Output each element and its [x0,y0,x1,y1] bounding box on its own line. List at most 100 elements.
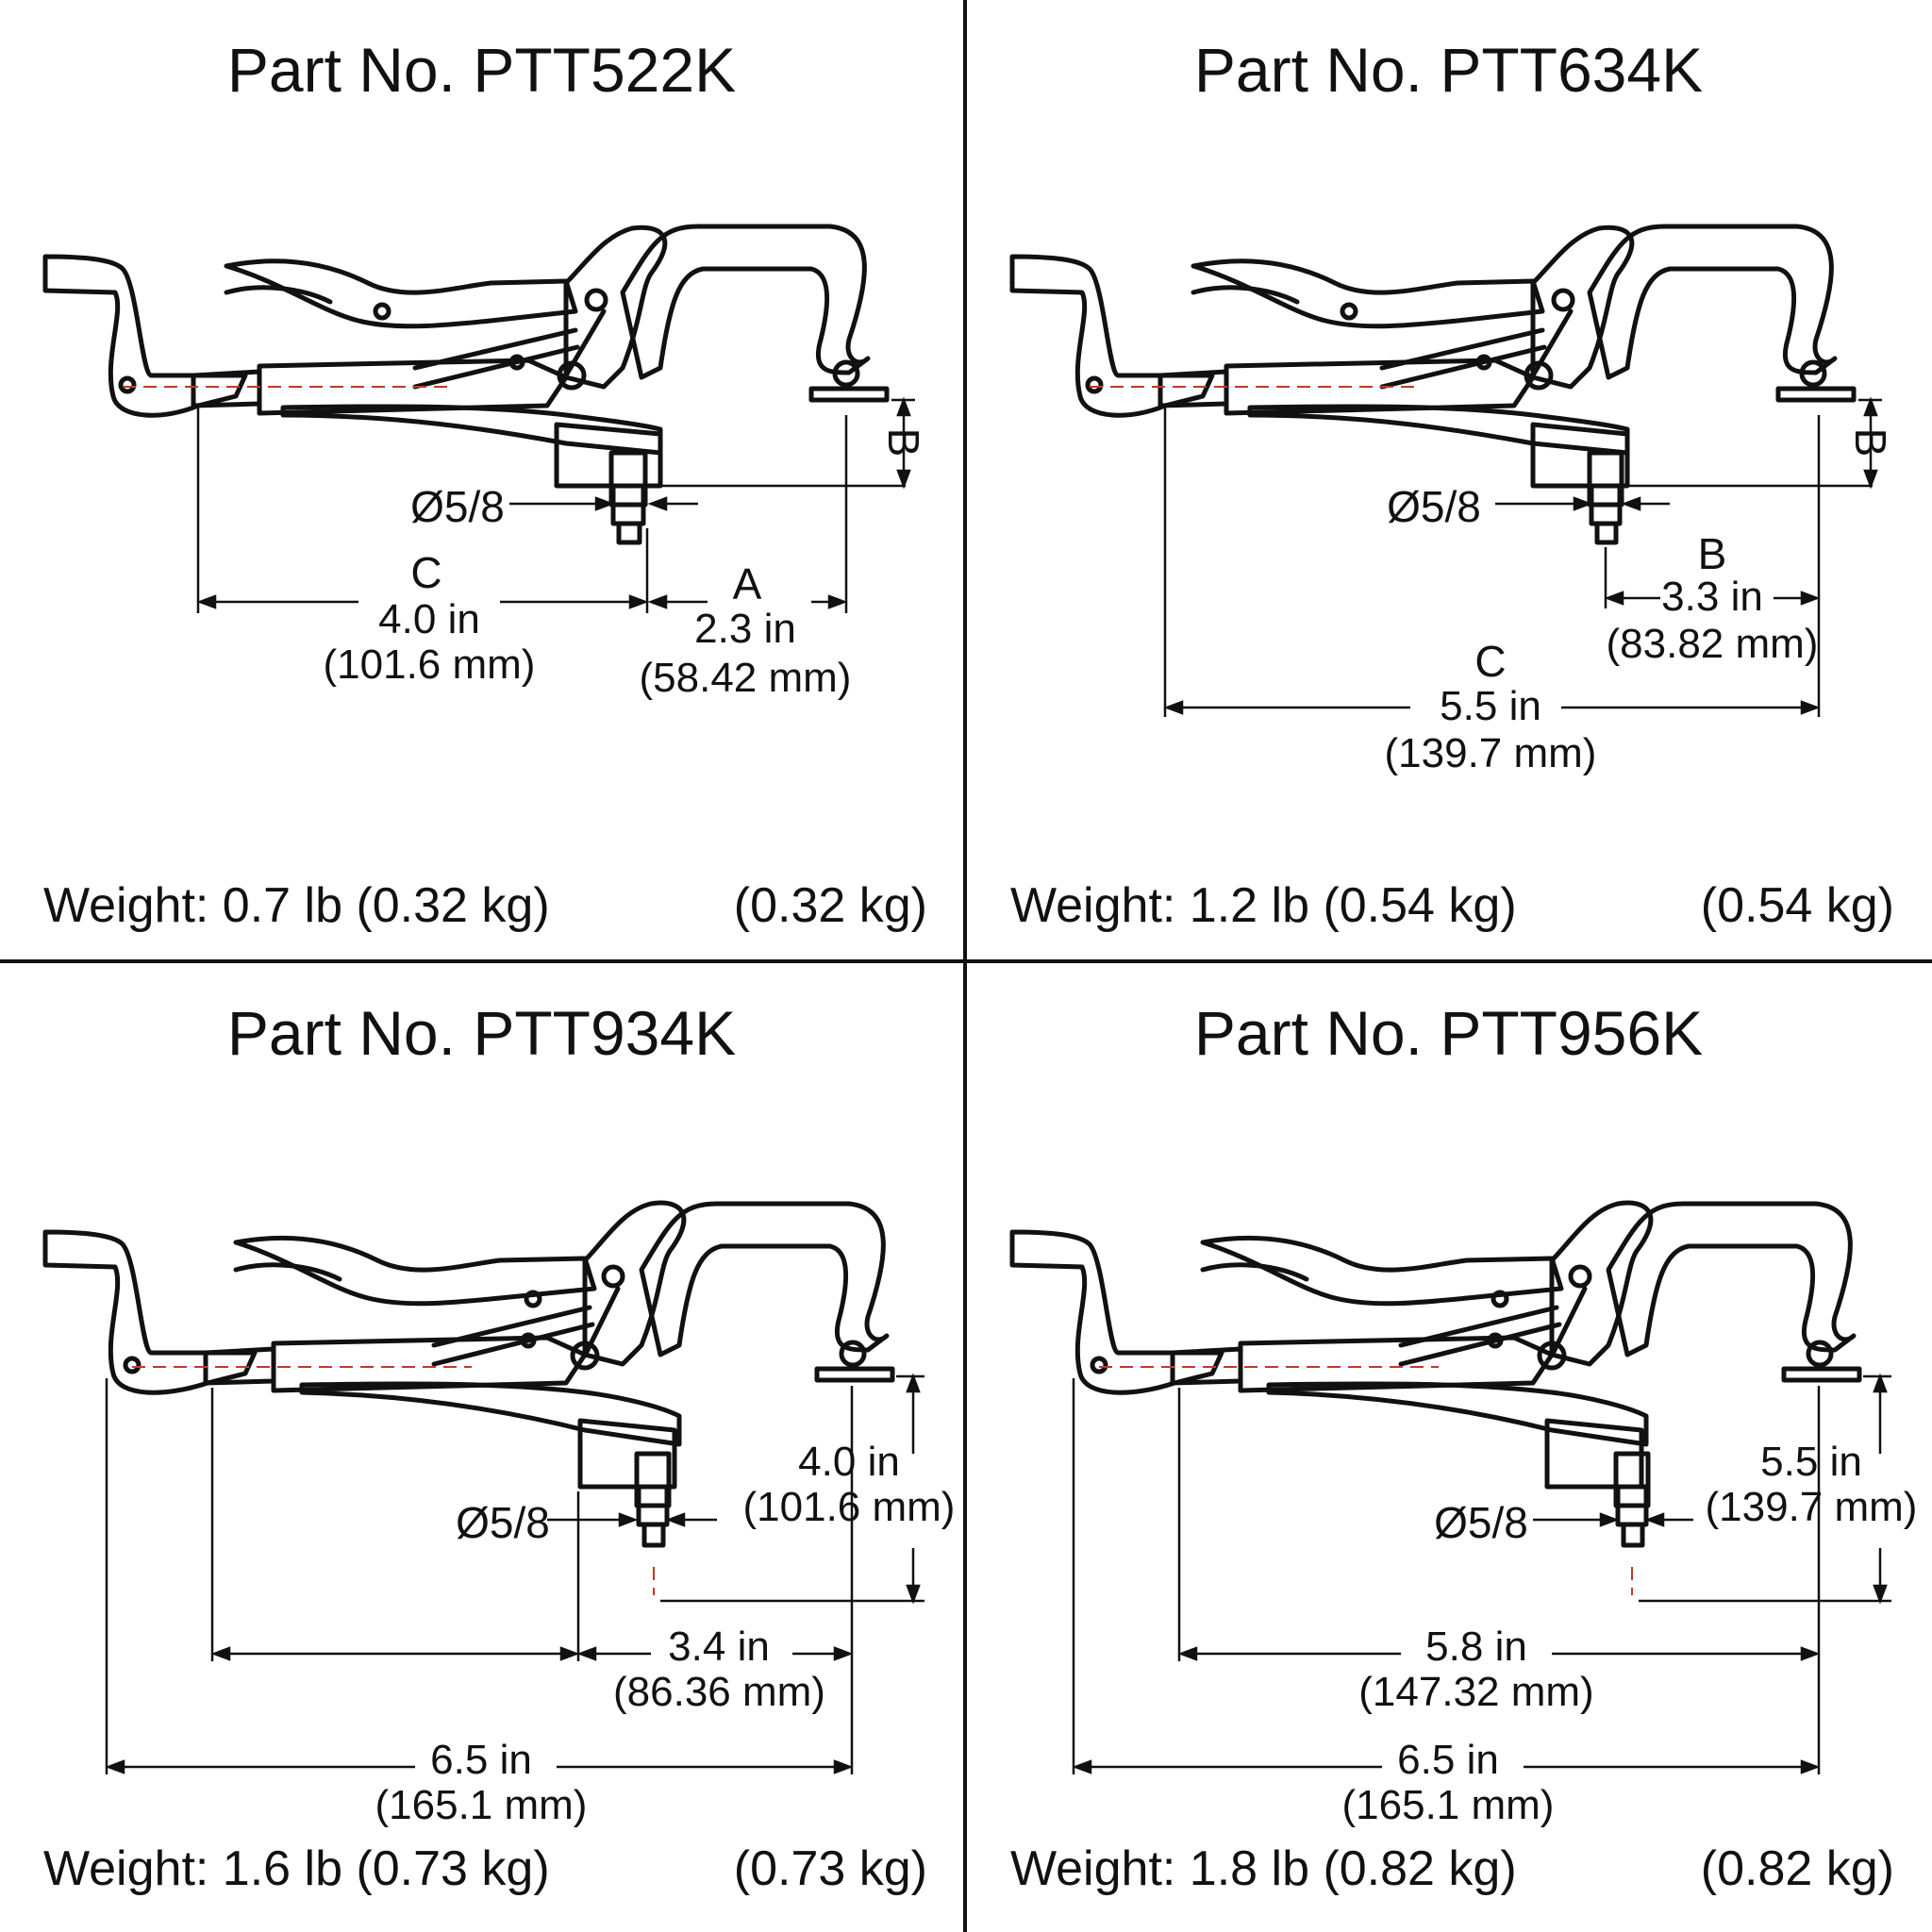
lower-block [577,1418,677,1490]
panel-ptt522k: Part No. PTT522K B Ø5/8 C 4.0 in (101.6 … [0,0,963,959]
pin-tip [1594,521,1619,545]
clamp-outline [1009,1200,1862,1548]
upper-handle-tip [1191,285,1300,305]
dimension-c-inches: 4.0 in [378,596,480,642]
weight-label: Weight: 1.2 lb (0.54 kg) [1010,878,1517,933]
part-number-title: Part No. PTT522K [226,35,737,105]
c-frame [1606,1201,1857,1357]
dimension-c-letter: C [410,548,442,597]
spring [431,1305,595,1367]
c-frame [1587,224,1838,380]
horizontal-divider [0,959,1932,963]
panel-ptt956k: Part No. PTT956K 5.5 in (139.7 mm) Ø5/8 … [967,963,1930,1923]
dimension-b-mm: (83.82 mm) [1606,621,1819,667]
dimension-overall-mm: (165.1 mm) [1341,1782,1555,1828]
dimension-c-mm: (101.6 mm) [323,641,536,688]
pivot-1 [123,1356,142,1374]
dimension-lines [1072,1373,1891,1774]
body [1247,404,1630,456]
dimension-overall-inches: 6.5 in [430,1737,532,1783]
diameter-label: Ø5/8 [456,1498,550,1547]
pivot-2 [524,1290,542,1308]
pivot-3 [1568,1264,1592,1289]
pivot-2 [1340,302,1358,321]
dimension-a-letter: A [732,559,762,608]
swivel-pad [1775,386,1857,403]
pin-housing [608,450,648,508]
spring [412,327,580,390]
weight-kg-label: (0.32 kg) [733,878,927,933]
pin-tip [641,1522,666,1548]
pivot-1 [1090,1356,1108,1374]
body [1266,1381,1649,1447]
c-frame [639,1201,890,1357]
clamp-drawing-ptt934k [42,1200,924,1774]
upper-handle [233,1235,597,1307]
clamp-drawing-ptt956k [1009,1200,1891,1774]
pin-housing [634,1451,672,1508]
dimension-mid-inches: 3.4 in [668,1624,770,1670]
upper-handle-tip [1200,1262,1309,1282]
body [280,404,663,456]
pivot-2 [373,302,391,321]
dimension-overall-inches: 6.5 in [1397,1737,1499,1783]
pivot-2 [1491,1290,1509,1308]
handle-hook [1009,1229,1224,1395]
centerline [1099,1366,1633,1595]
dimension-overall-mm: (165.1 mm) [375,1782,588,1828]
upper-handle [1200,1235,1564,1307]
pivot-3 [601,1264,625,1289]
body [299,1381,682,1447]
handle-hook [1009,254,1215,418]
pin-tip [616,521,642,545]
pin-tip [1621,1522,1645,1548]
pivot-4 [1537,1341,1567,1371]
spring [1379,327,1547,390]
upper-handle [224,258,578,329]
weight-kg-label: (0.54 kg) [1700,878,1894,933]
dimension-height-mm: (139.7 mm) [1705,1484,1918,1530]
clamp-drawing-ptt522k [42,224,915,613]
diameter-label: Ø5/8 [1387,482,1481,531]
part-number-title: Part No. PTT934K [226,998,737,1068]
weight-label: Weight: 1.6 lb (0.73 kg) [43,1841,550,1896]
clamp-drawing-ptt634k [1009,224,1882,717]
swivel-pad [1781,1366,1862,1383]
handle-hook [42,1229,258,1395]
diameter-label: Ø5/8 [1434,1498,1528,1547]
handle-hook [42,254,248,418]
dimension-b-side-label: B [1846,427,1895,458]
swivel-pad [814,1366,895,1383]
diameter-label: Ø5/8 [410,482,505,531]
swivel-pad [808,386,890,403]
dimension-lines [196,396,915,613]
dimension-a-mm: (58.42 mm) [639,655,852,701]
link-rod [1549,1286,1588,1358]
upper-handle-tip [224,285,333,305]
spring [1398,1305,1562,1367]
dimension-b-letter: B [1697,529,1727,578]
dimension-mid-inches: 5.8 in [1425,1624,1527,1670]
weight-kg-label: (0.82 kg) [1700,1841,1894,1896]
link-rod [582,1286,621,1358]
c-frame [620,224,871,380]
pin-housing [1587,450,1624,508]
weight-kg-label: (0.73 kg) [733,1841,927,1896]
dimension-a-inches: 2.3 in [694,606,796,652]
pad-pivot [839,1340,867,1368]
rod-body [1224,358,1536,416]
pad-pivot [1799,359,1827,388]
dimension-height-mm: (101.6 mm) [742,1484,956,1530]
pad-pivot [1806,1340,1834,1368]
panel-ptt634k: Part No. PTT634K B Ø5/8 B 3.3 in (83.82 … [967,0,1930,959]
part-number-title: Part No. PTT956K [1193,998,1704,1068]
dimension-lines [1163,396,1882,717]
dimension-height-inches: 4.0 in [798,1439,900,1485]
dimension-b-inches: 3.3 in [1661,574,1763,620]
dimension-b-side-label: B [879,427,928,458]
pivot-4 [570,1341,600,1371]
pivot-1 [118,375,137,394]
rod-body [271,1335,588,1393]
pivot-1 [1085,375,1104,394]
